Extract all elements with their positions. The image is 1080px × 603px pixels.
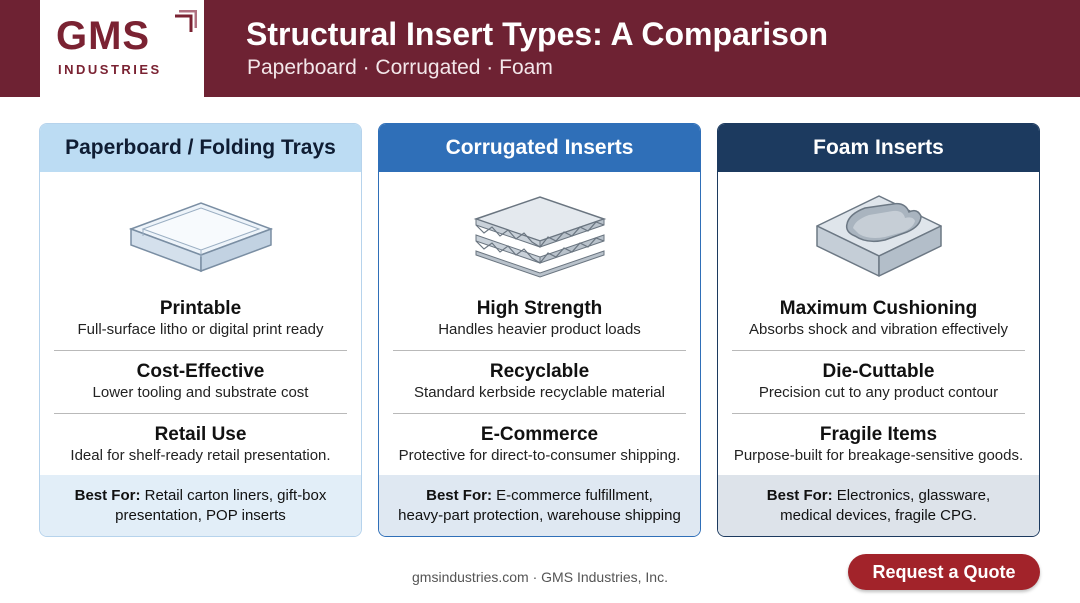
feature-item: Fragile Items Purpose-built for breakage… bbox=[718, 424, 1039, 466]
feature-title: E-Commerce bbox=[480, 424, 599, 445]
best-for-line1: E-commerce fulfillment, bbox=[496, 486, 653, 504]
best-for-line1: Electronics, glassware, bbox=[836, 486, 991, 504]
page-subtitle: Paperboard · Corrugated · Foam bbox=[247, 56, 553, 79]
feature-item: Maximum Cushioning Absorbs shock and vib… bbox=[718, 298, 1039, 340]
logo-subtext: INDUSTRIES bbox=[58, 62, 162, 77]
best-for-line2: medical devices, fragile CPG. bbox=[780, 506, 977, 524]
divider bbox=[393, 350, 686, 351]
feature-title: Cost-Effective bbox=[136, 361, 265, 382]
divider bbox=[54, 413, 347, 414]
best-for-label: Best For: bbox=[766, 486, 833, 504]
best-for-label: Best For: bbox=[74, 486, 141, 504]
feature-item: Die-Cuttable Precision cut to any produc… bbox=[718, 361, 1039, 403]
feature-desc: Lower tooling and substrate cost bbox=[92, 384, 309, 401]
feature-desc: Ideal for shelf-ready retail presentatio… bbox=[70, 447, 331, 464]
feature-desc: Full-surface litho or digital print read… bbox=[77, 321, 324, 338]
feature-title: Maximum Cushioning bbox=[779, 298, 978, 319]
feature-desc: Absorbs shock and vibration effectively bbox=[748, 321, 1009, 338]
feature-title: Retail Use bbox=[154, 424, 247, 445]
feature-desc: Standard kerbside recyclable material bbox=[414, 384, 665, 401]
feature-title: Fragile Items bbox=[819, 424, 938, 445]
card-title: Foam Inserts bbox=[718, 124, 1039, 172]
card-corrugated: Corrugated Inserts High Strength Handles… bbox=[378, 123, 701, 537]
logo-arrow-icon bbox=[175, 10, 197, 32]
best-for-line1: Retail carton liners, gift-box bbox=[144, 486, 327, 504]
company-logo[interactable]: GMS INDUSTRIES bbox=[40, 0, 204, 97]
feature-desc: Protective for direct-to-consumer shippi… bbox=[398, 447, 681, 464]
foam-insert-icon bbox=[815, 195, 942, 277]
feature-item: Printable Full-surface litho or digital … bbox=[40, 298, 361, 340]
feature-desc: Purpose-built for breakage-sensitive goo… bbox=[733, 447, 1024, 464]
feature-desc: Precision cut to any product contour bbox=[758, 384, 999, 401]
card-title: Corrugated Inserts bbox=[379, 124, 700, 172]
feature-title: Recyclable bbox=[489, 361, 590, 382]
divider bbox=[54, 350, 347, 351]
card-paperboard: Paperboard / Folding Trays Printable Ful… bbox=[39, 123, 362, 537]
feature-desc: Handles heavier product loads bbox=[438, 321, 641, 338]
feature-title: Die-Cuttable bbox=[822, 361, 935, 382]
footer-text: gmsindustries.com · GMS Industries, Inc. bbox=[412, 569, 668, 585]
feature-item: Recyclable Standard kerbside recyclable … bbox=[379, 361, 700, 403]
divider bbox=[732, 350, 1025, 351]
best-for-box: Best For: Retail carton liners, gift-box… bbox=[40, 475, 361, 536]
card-title: Paperboard / Folding Trays bbox=[40, 124, 361, 172]
best-for-line2: heavy-part protection, warehouse shippin… bbox=[398, 506, 681, 524]
divider bbox=[732, 413, 1025, 414]
best-for-line2: presentation, POP inserts bbox=[115, 506, 286, 524]
feature-item: Cost-Effective Lower tooling and substra… bbox=[40, 361, 361, 403]
paperboard-tray-icon bbox=[128, 202, 273, 273]
feature-item: E-Commerce Protective for direct-to-cons… bbox=[379, 424, 700, 466]
feature-title: Printable bbox=[159, 298, 242, 319]
corrugated-board-icon bbox=[473, 196, 606, 278]
divider bbox=[393, 413, 686, 414]
logo-text: GMS bbox=[56, 14, 151, 58]
best-for-box: Best For: Electronics, glassware, medica… bbox=[718, 475, 1039, 536]
feature-title: High Strength bbox=[476, 298, 603, 319]
header-banner: GMS INDUSTRIES Structural Insert Types: … bbox=[0, 0, 1080, 97]
feature-item: High Strength Handles heavier product lo… bbox=[379, 298, 700, 340]
feature-item: Retail Use Ideal for shelf-ready retail … bbox=[40, 424, 361, 466]
request-quote-button[interactable]: Request a Quote bbox=[848, 554, 1040, 590]
best-for-label: Best For: bbox=[426, 486, 492, 504]
page-title: Structural Insert Types: A Comparison bbox=[246, 16, 829, 52]
best-for-box: Best For: E-commerce fulfillment, heavy-… bbox=[379, 475, 700, 536]
card-foam: Foam Inserts Maximum Cushioning Absorbs … bbox=[717, 123, 1040, 537]
